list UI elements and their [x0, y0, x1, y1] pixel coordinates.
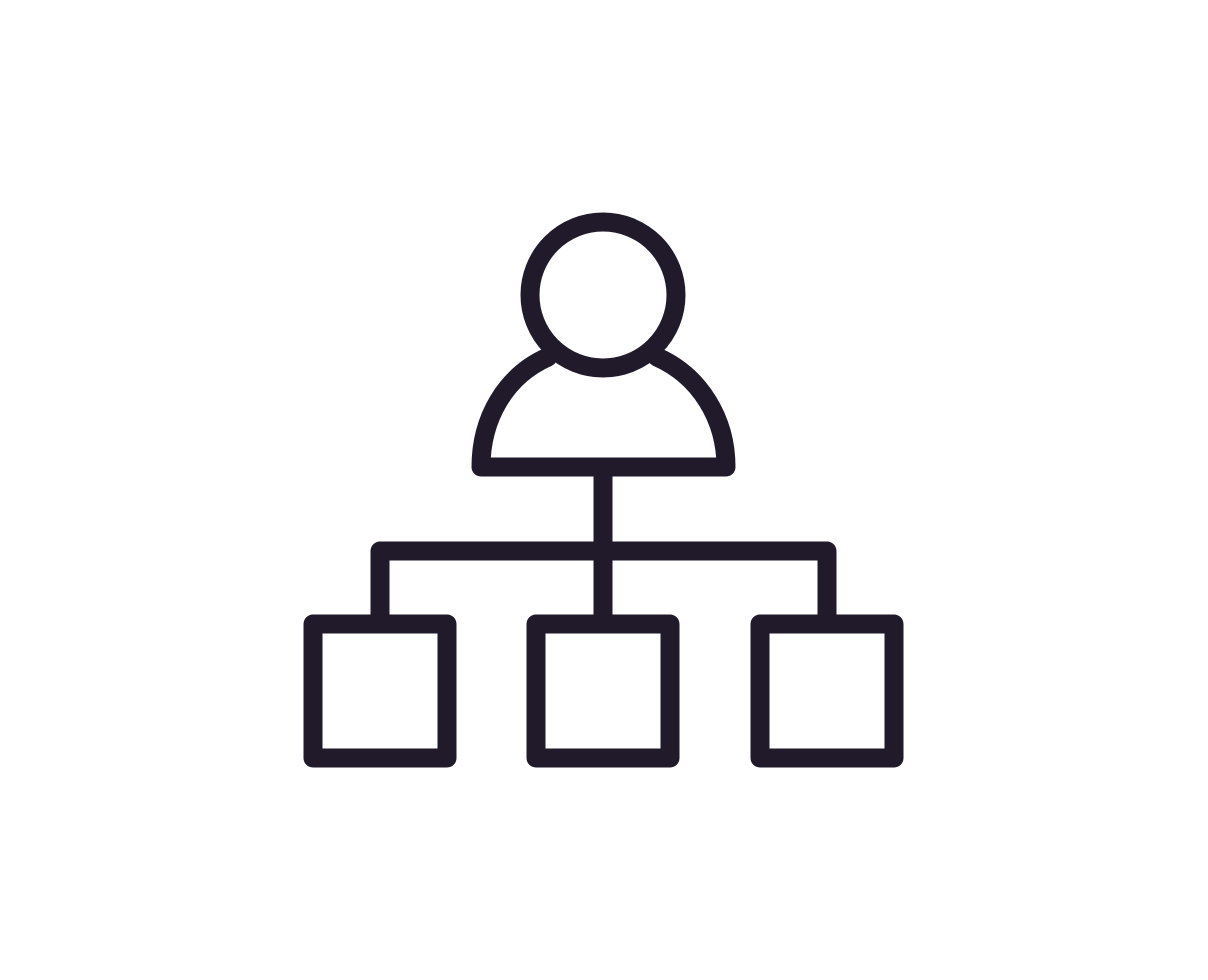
branch-connector [370, 541, 837, 634]
child-node-right [750, 614, 904, 768]
person-head [520, 212, 686, 378]
child-node-center [526, 614, 680, 768]
child-node-left [303, 614, 457, 768]
